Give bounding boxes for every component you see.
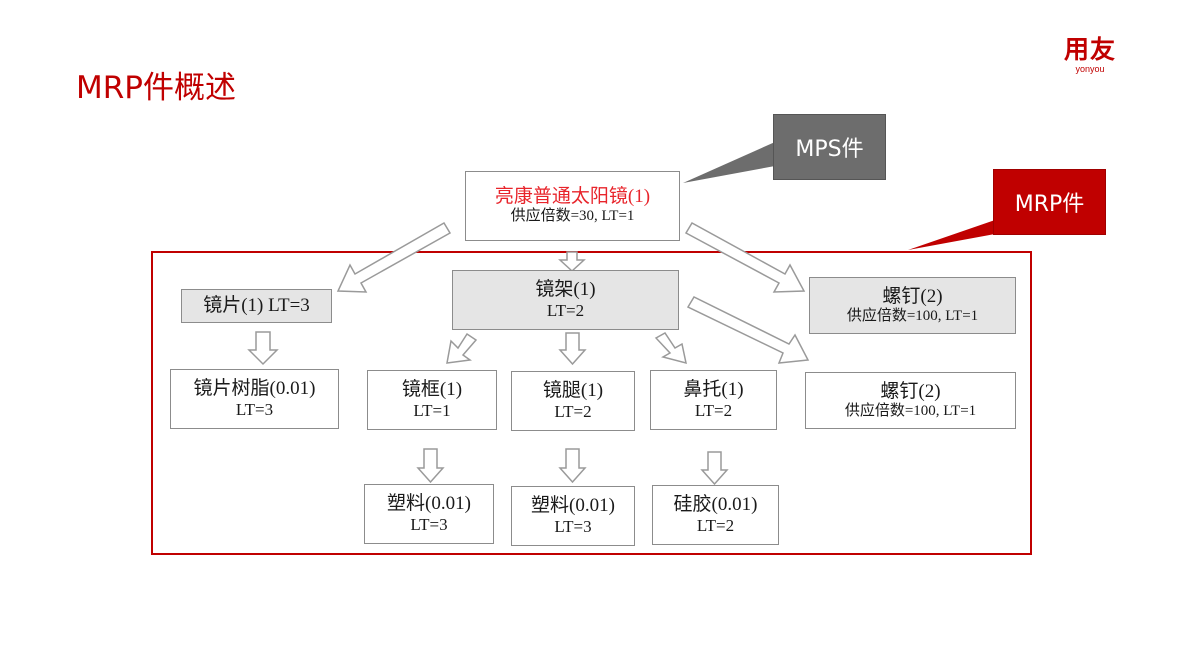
- node-label: 镜架(1): [535, 279, 596, 301]
- arrow-frame-to-temple: [558, 332, 587, 366]
- node-detail: LT=3: [235, 400, 274, 420]
- node-detail: LT=2: [694, 401, 733, 421]
- arrow-frame-to-rim: [446, 332, 478, 364]
- node-detail: LT=2: [546, 301, 585, 321]
- arrow-lens-to-resin: [247, 331, 279, 366]
- node-screw-lower: 螺钉(2) 供应倍数=100, LT=1: [805, 372, 1016, 429]
- node-label: 亮康普通太阳镜(1): [494, 186, 651, 208]
- arrow-top-to-frame: [558, 251, 586, 273]
- node-screw-upper: 螺钉(2) 供应倍数=100, LT=1: [809, 277, 1016, 334]
- node-label: 镜片树脂(0.01): [193, 378, 316, 400]
- node-detail: LT=3: [554, 517, 592, 537]
- node-lens: 镜片(1) LT=3: [181, 289, 332, 323]
- node-detail: LT=1: [413, 401, 451, 421]
- node-label: 镜片(1) LT=3: [203, 295, 310, 317]
- node-nose-pad: 鼻托(1) LT=2: [650, 370, 777, 430]
- arrow-frame-to-nosepad: [654, 332, 687, 365]
- node-plastic-temple: 塑料(0.01) LT=3: [511, 486, 635, 546]
- node-label: 螺钉(2): [882, 285, 943, 307]
- node-detail: 供应倍数=100, LT=1: [846, 307, 979, 324]
- node-sunglasses: 亮康普通太阳镜(1) 供应倍数=30, LT=1: [465, 171, 680, 241]
- node-plastic-rim: 塑料(0.01) LT=3: [364, 484, 494, 544]
- mps-callout-pointer: [683, 142, 775, 183]
- mps-callout: MPS件: [773, 114, 886, 180]
- node-label: 鼻托(1): [683, 379, 744, 401]
- node-rim: 镜框(1) LT=1: [367, 370, 497, 430]
- node-detail: 供应倍数=100, LT=1: [844, 402, 977, 419]
- node-detail: LT=2: [554, 402, 592, 422]
- arrow-temple-to-plastic2: [558, 448, 587, 484]
- node-detail: 供应倍数=30, LT=1: [510, 208, 635, 225]
- node-label: 塑料(0.01): [387, 493, 471, 515]
- node-silicone: 硅胶(0.01) LT=2: [652, 485, 779, 545]
- node-label: 硅胶(0.01): [673, 494, 758, 516]
- mrp-callout-pointer: [908, 220, 995, 250]
- callout-pointers: [683, 142, 995, 250]
- yonyou-logo: 用友 yonyou: [1064, 35, 1117, 75]
- node-detail: LT=3: [410, 515, 448, 535]
- node-temple: 镜腿(1) LT=2: [511, 371, 635, 431]
- node-detail: LT=2: [696, 516, 735, 536]
- node-label: 螺钉(2): [880, 380, 941, 402]
- mrp-callout: MRP件: [993, 169, 1106, 235]
- mrp-region-border: [151, 251, 1032, 555]
- node-label: 镜腿(1): [542, 380, 604, 402]
- logo-main-text: 用友: [1064, 35, 1117, 64]
- logo-sub-text: yonyou: [1075, 64, 1105, 74]
- arrow-nosepad-to-silicone: [700, 451, 729, 486]
- node-label: 塑料(0.01): [531, 495, 615, 517]
- arrow-frame-to-screw2: [686, 296, 810, 364]
- arrow-rim-to-plastic1: [416, 448, 445, 484]
- node-frame: 镜架(1) LT=2: [452, 270, 679, 330]
- arrow-top-to-lens: [336, 221, 452, 293]
- slide-title: MRP件概述: [76, 70, 236, 106]
- node-label: 镜框(1): [401, 379, 463, 401]
- arrow-top-to-screw1: [684, 221, 806, 293]
- node-lens-resin: 镜片树脂(0.01) LT=3: [170, 369, 339, 429]
